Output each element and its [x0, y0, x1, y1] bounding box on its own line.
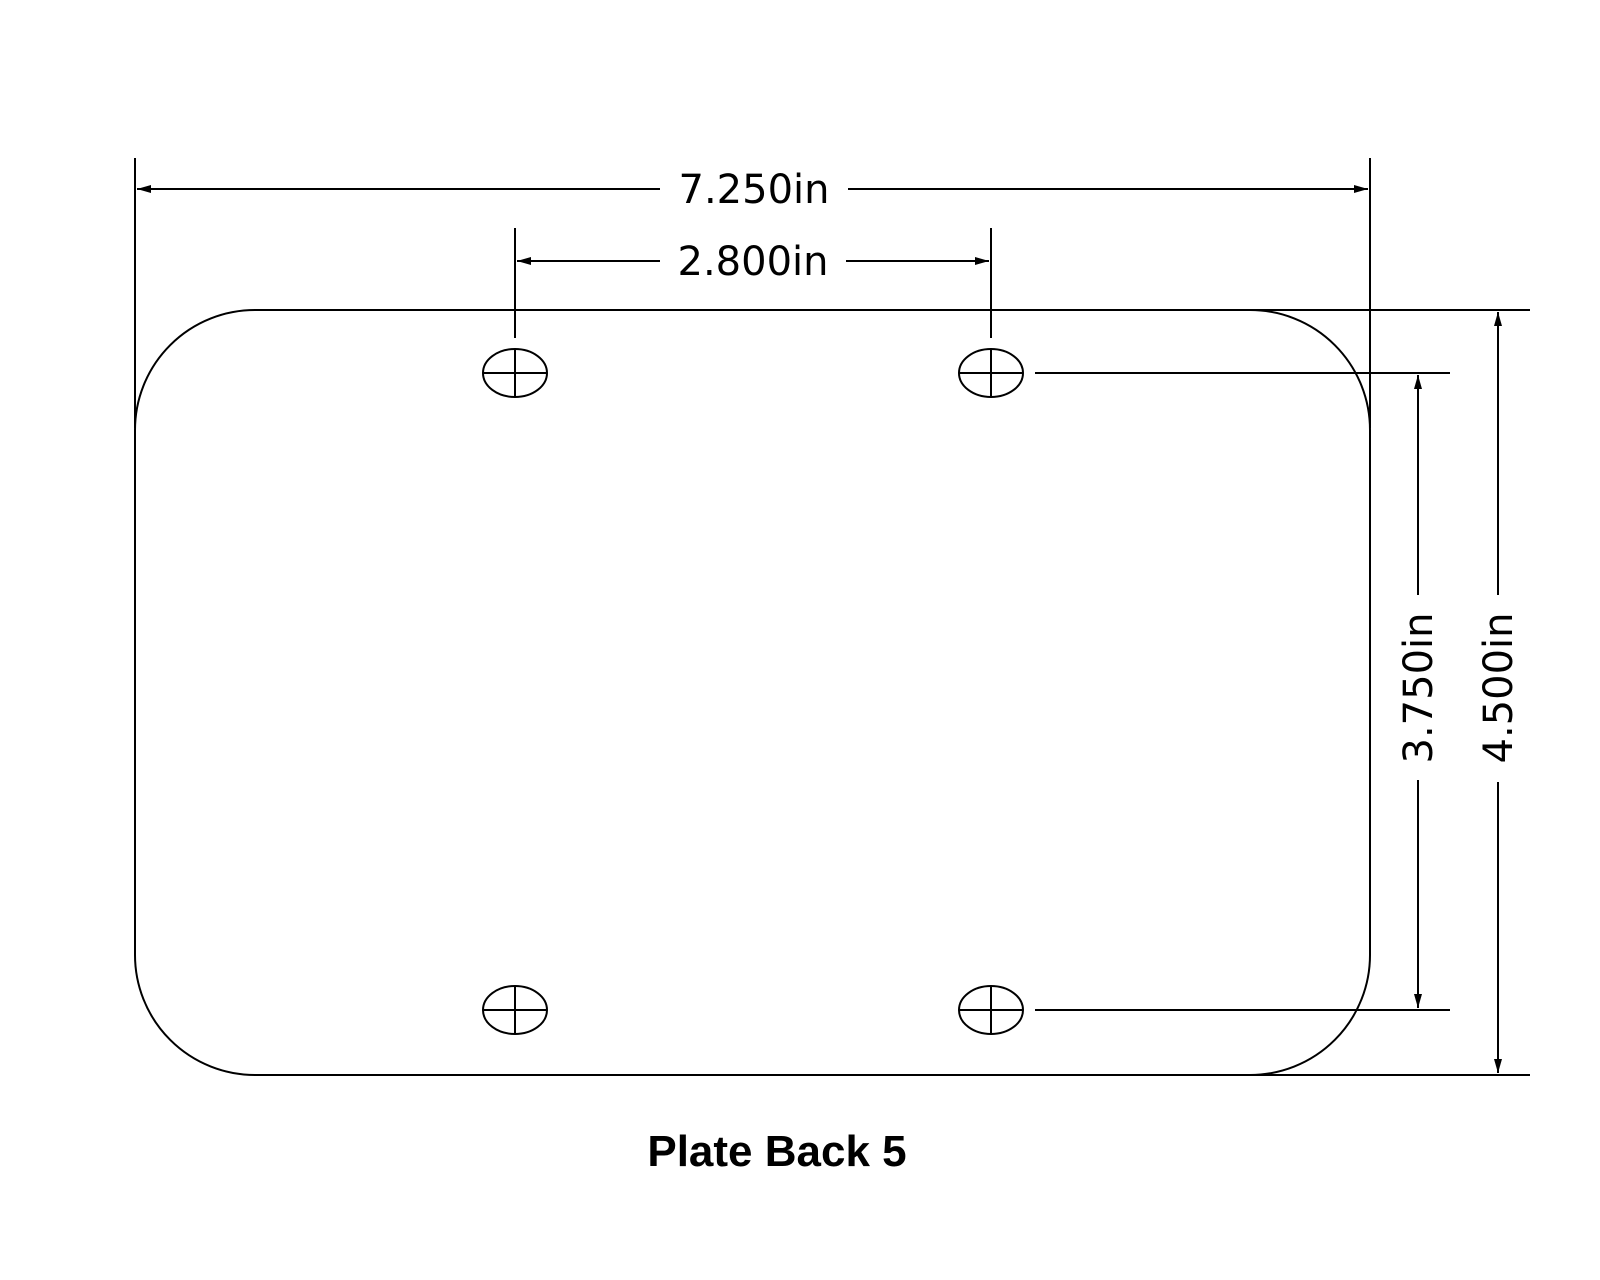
hole-top-right: [958, 348, 1024, 398]
plate-outline: [134, 309, 1371, 1076]
overall-height-label: 4.500in: [1476, 613, 1522, 764]
hole-spacing-vertical-label: 3.750in: [1396, 613, 1442, 764]
overall-width-dimension: 7.250in: [134, 158, 1371, 428]
hole-spacing-horizontal-label: 2.800in: [678, 239, 829, 285]
hole-bottom-left: [482, 985, 548, 1035]
drawing-title: Plate Back 5: [647, 1127, 906, 1176]
overall-width-label: 7.250in: [679, 167, 830, 213]
hole-top-left: [482, 348, 548, 398]
hole-bottom-right: [958, 985, 1024, 1035]
overall-height-dimension: 4.500in: [1250, 309, 1530, 1076]
hole-spacing-horizontal-dimension: 2.800in: [514, 228, 992, 338]
hole-spacing-vertical-dimension: 3.750in: [1035, 372, 1450, 1011]
